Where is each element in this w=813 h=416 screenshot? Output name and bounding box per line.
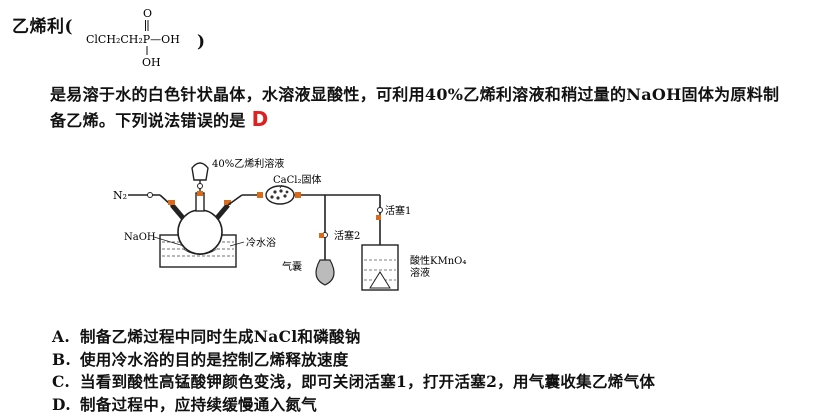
balloon-label: 气囊 <box>282 260 302 273</box>
stopcock1-label: 活塞1 <box>385 204 411 217</box>
close-paren: ) <box>197 32 206 52</box>
formula-chain: ClCH₂CH₂P—OH <box>86 33 180 46</box>
question-text: 是易溶于水的白色针状晶体，水溶液显酸性，可利用40%乙烯利溶液和稍过量的NaOH… <box>50 85 780 130</box>
option-a-text: 制备乙烯过程中同时生成NaCl和磷酸钠 <box>80 327 361 346</box>
kmno4-label: 酸性KMnO₄ <box>410 254 466 267</box>
formula-oxygen: O <box>143 7 152 20</box>
structural-formula: O ClCH₂CH₂P—OH OH <box>86 7 180 69</box>
naoh-label: NaOH <box>124 232 156 243</box>
compound-name: 乙烯利( <box>12 17 74 37</box>
option-c-letter: C. <box>52 372 71 391</box>
kmno4-solution-label: 溶液 <box>410 266 430 279</box>
option-a-letter: A. <box>52 327 71 346</box>
solution-label: 40%乙烯利溶液 <box>212 157 284 170</box>
option-d-letter: D. <box>52 394 71 414</box>
cold-bath-label: 冷水浴 <box>246 236 276 249</box>
answer-mark: D <box>251 107 269 131</box>
option-c-text: 当看到酸性高锰酸钾颜色变浅，即可关闭活塞1，打开活塞2，用气囊收集乙烯气体 <box>80 372 656 391</box>
cacl2-label: CaCl₂固体 <box>273 174 321 186</box>
stopcock2-label: 活塞2 <box>334 229 360 242</box>
option-b: B. 使用冷水浴的目的是控制乙烯释放速度 <box>52 349 655 372</box>
option-a: A. 制备乙烯过程中同时生成NaCl和磷酸钠 <box>52 326 655 349</box>
option-b-text: 使用冷水浴的目的是控制乙烯释放速度 <box>80 349 349 369</box>
apparatus-diagram: N₂ 40%乙烯利溶液 CaCl₂固体 NaOH 冷水浴 活塞2 气囊 <box>113 157 466 291</box>
question-stem: 是易溶于水的白色针状晶体，水溶液显酸性，可利用40%乙烯利溶液和稍过量的NaOH… <box>50 82 790 133</box>
option-d-text: 制备过程中，应持续缓慢通入氮气 <box>80 394 318 414</box>
option-b-letter: B. <box>52 349 72 369</box>
options-list: A. 制备乙烯过程中同时生成NaCl和磷酸钠 B. 使用冷水浴的目的是控制乙烯释… <box>52 326 655 416</box>
formula-hydroxyl: OH <box>142 56 161 69</box>
option-d: D. 制备过程中，应持续缓慢通入氮气 <box>52 394 655 416</box>
n2-label: N₂ <box>113 189 127 202</box>
option-c: C. 当看到酸性高锰酸钾颜色变浅，即可关闭活塞1，打开活塞2，用气囊收集乙烯气体 <box>52 371 655 394</box>
